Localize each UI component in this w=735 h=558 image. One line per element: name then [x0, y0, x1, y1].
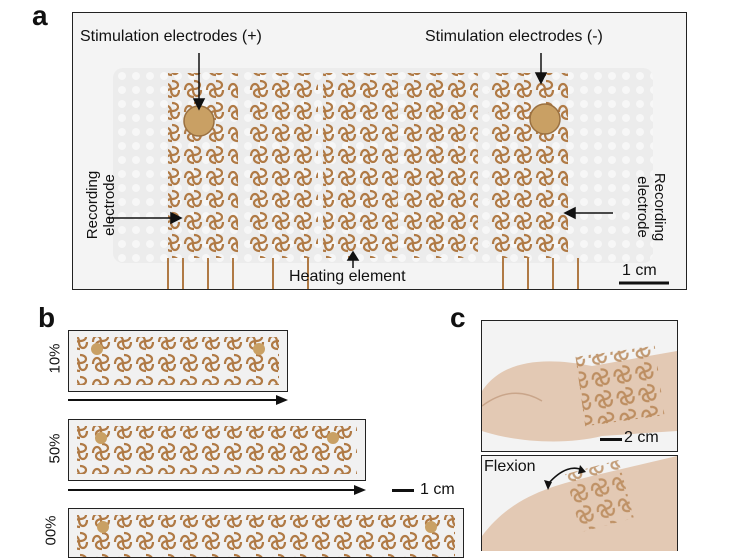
panel-letter-a: a [32, 0, 48, 31]
heating-element-label: Heating element [289, 268, 406, 285]
wrist-photo-top [481, 320, 678, 452]
strip-100-pattern [77, 515, 455, 557]
recording-label-right: Recording electrode [634, 162, 668, 252]
recording-right-line1: Recording [651, 172, 668, 242]
panel-a-photo [72, 12, 687, 290]
recording-right-line2: electrode [634, 176, 651, 238]
strain-strip-10 [68, 330, 288, 392]
flexion-label: Flexion [484, 458, 536, 475]
recording-left-line1: Recording [84, 170, 101, 240]
stim-neg-label: Stimulation electrodes (-) [425, 28, 603, 45]
scale-label-c: 2 cm [624, 429, 659, 446]
stretch-arrow-50 [68, 485, 366, 495]
strain-label-50: 50% [46, 433, 64, 464]
scale-bar-b [392, 489, 414, 492]
strain-label-10: 10% [46, 343, 64, 374]
wrist-bottom-drawing [482, 456, 677, 551]
scale-label-a: 1 cm [622, 262, 657, 279]
scale-label-b: 1 cm [420, 481, 455, 498]
panel-letter-c: c [450, 302, 466, 333]
recording-label-left: Recording electrode [84, 160, 118, 250]
wrist-top-drawing [482, 345, 677, 442]
panel-letter-b: b [38, 302, 56, 333]
strain-label-100: 00% [42, 515, 60, 546]
recording-left-line2: electrode [101, 174, 118, 236]
serpentine-electrode-array [108, 53, 669, 289]
stretch-arrow-10 [68, 395, 288, 405]
stim-pos-label: Stimulation electrodes (+) [80, 28, 262, 45]
wrist-photo-bottom [481, 455, 678, 551]
strain-strip-50 [68, 419, 366, 481]
strip-10-pattern [77, 337, 279, 385]
stim-pad-negative [529, 103, 561, 135]
strip-50-pattern [77, 426, 357, 474]
scale-bar-c [600, 438, 622, 441]
strain-strip-100 [68, 508, 464, 558]
